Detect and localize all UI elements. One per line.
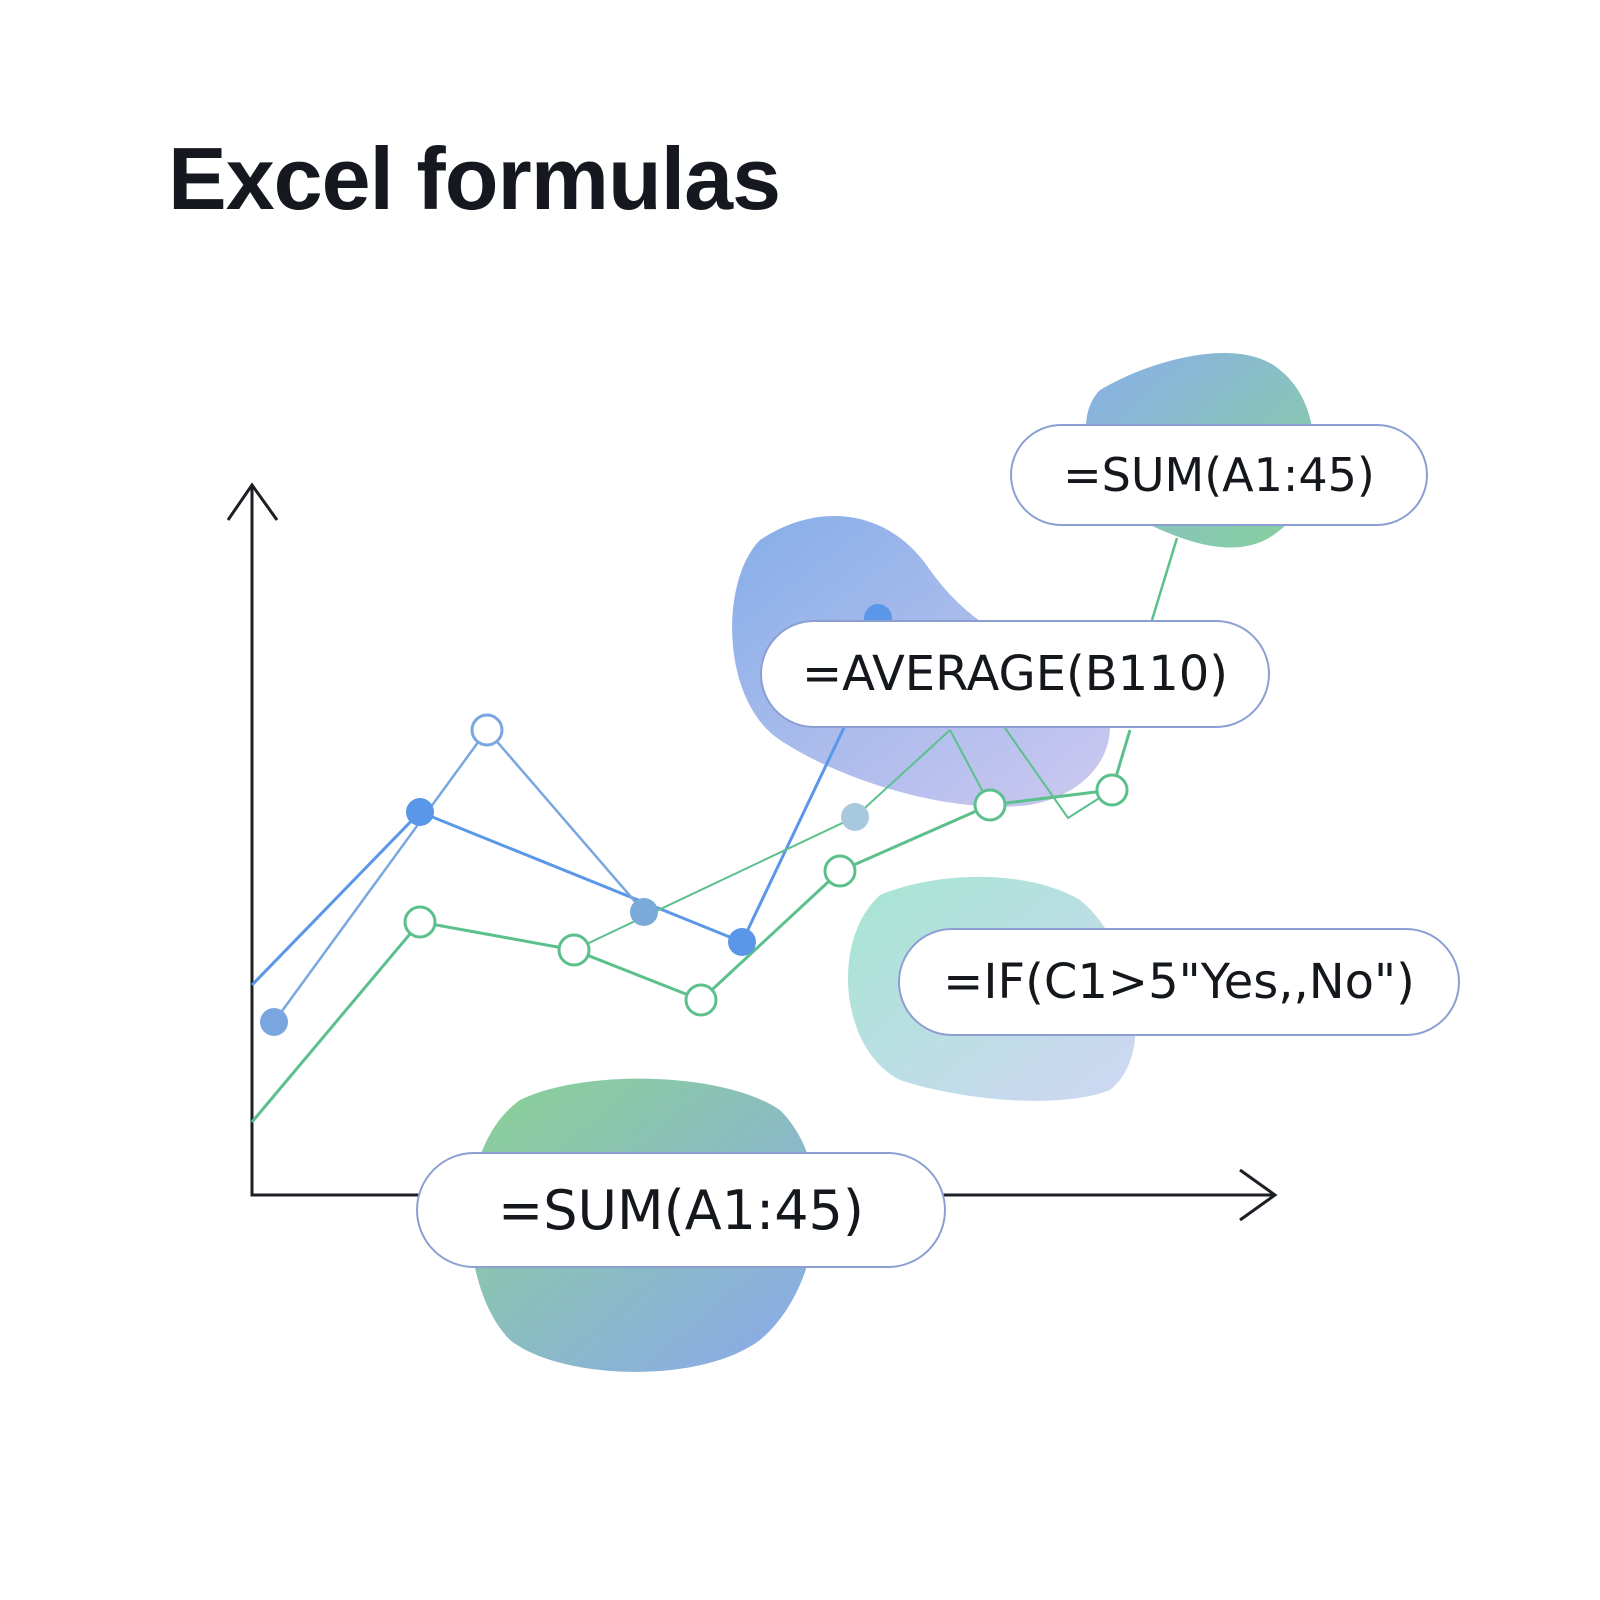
data-point-hollow (1095, 773, 1129, 807)
series-green-zigzag-2 (1004, 727, 1113, 820)
data-point-filled (728, 928, 756, 956)
data-point-filled (260, 1008, 288, 1036)
formula-pill-if: =IF(C1>5"Yes,,No") (898, 928, 1460, 1036)
formula-text: =SUM(A1:45) (498, 1178, 864, 1242)
data-point-hollow (823, 854, 857, 888)
formula-pill-average: =AVERAGE(B110) (760, 620, 1270, 728)
series-blue (250, 714, 852, 987)
formula-text: =IF(C1>5"Yes,,No") (943, 954, 1415, 1010)
data-point-hollow (684, 983, 718, 1017)
data-point-hollow (973, 788, 1007, 822)
formula-text: =SUM(A1:45) (1063, 448, 1375, 502)
data-point-filled (841, 803, 869, 831)
data-point-hollow (470, 713, 504, 747)
series-green-upper (1150, 537, 1179, 621)
data-point-hollow (403, 905, 437, 939)
y-axis-arrow (226, 482, 279, 521)
series-green (250, 729, 1132, 1123)
formula-pill-sum-top: =SUM(A1:45) (1010, 424, 1428, 526)
x-axis-arrow (1239, 1168, 1278, 1222)
page-title: Excel formulas (168, 129, 781, 228)
formula-pill-sum-bottom: =SUM(A1:45) (416, 1152, 946, 1268)
formula-text: =AVERAGE(B110) (801, 646, 1229, 702)
series-light-blue (272, 727, 645, 1023)
data-point-hollow (557, 933, 591, 967)
data-point-filled (406, 798, 434, 826)
data-point-filled (630, 898, 658, 926)
